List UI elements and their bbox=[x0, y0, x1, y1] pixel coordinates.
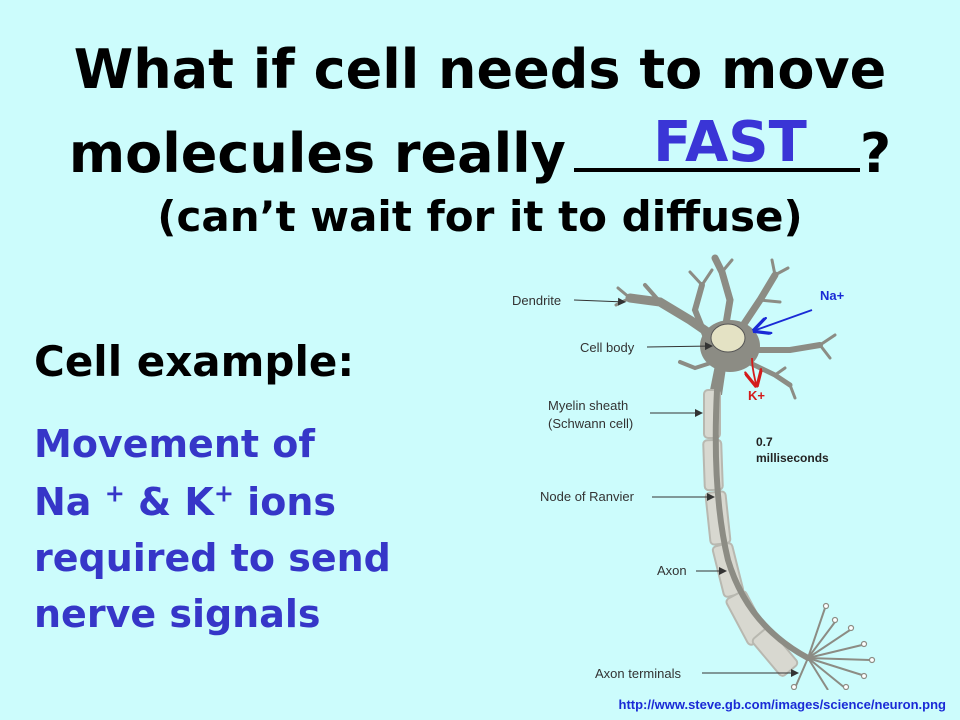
terminal-bulbs bbox=[790, 602, 876, 690]
fill-in-answer-area: FAST bbox=[570, 0, 870, 200]
example-line-1: Movement of bbox=[34, 422, 315, 466]
source-url: http://www.steve.gb.com/images/science/n… bbox=[618, 697, 946, 712]
k-arrow bbox=[752, 357, 756, 384]
nucleus bbox=[710, 323, 746, 353]
na-text: Na bbox=[34, 480, 105, 524]
label-myelin-2: (Schwann cell) bbox=[548, 416, 633, 431]
example-line-3: required to send bbox=[34, 536, 391, 580]
label-time-value: 0.7 bbox=[756, 435, 773, 449]
label-dendrite: Dendrite bbox=[512, 293, 561, 308]
title-line-2: molecules really? bbox=[0, 118, 960, 185]
axon bbox=[712, 387, 811, 661]
title-line-2-suffix: ? bbox=[859, 122, 892, 185]
label-terminals: Axon terminals bbox=[595, 666, 681, 681]
neuron-diagram: Dendrite Cell body Myelin sheath (Schwan… bbox=[512, 254, 876, 690]
fill-in-blank bbox=[573, 118, 860, 172]
na-charge: + bbox=[104, 479, 125, 508]
example-line-2: Na + & K+ ions bbox=[34, 480, 336, 524]
na-arrow bbox=[756, 309, 813, 330]
label-k: K+ bbox=[748, 388, 765, 403]
fill-in-answer: FAST bbox=[653, 110, 807, 175]
label-node: Node of Ranvier bbox=[540, 489, 635, 504]
amp-k-text: & K bbox=[124, 480, 214, 524]
axon-terminals bbox=[794, 607, 871, 690]
example-line-4: nerve signals bbox=[34, 592, 321, 636]
label-time-unit: milliseconds bbox=[756, 451, 829, 465]
label-axon: Axon bbox=[657, 563, 687, 578]
title-line-2-prefix: molecules really bbox=[68, 122, 566, 185]
label-myelin-1: Myelin sheath bbox=[548, 398, 628, 413]
title-line-1: What if cell needs to move bbox=[73, 38, 887, 101]
ions-text: ions bbox=[233, 480, 336, 524]
label-na: Na+ bbox=[820, 288, 845, 303]
cell-example-heading: Cell example: bbox=[34, 337, 355, 386]
dendrites bbox=[614, 254, 837, 400]
label-cell-body: Cell body bbox=[580, 340, 635, 355]
label-leaders bbox=[573, 297, 799, 677]
axon-hillock bbox=[710, 365, 726, 395]
title-line-3: (can’t wait for it to diffuse) bbox=[157, 192, 803, 241]
k-charge: + bbox=[213, 479, 234, 508]
